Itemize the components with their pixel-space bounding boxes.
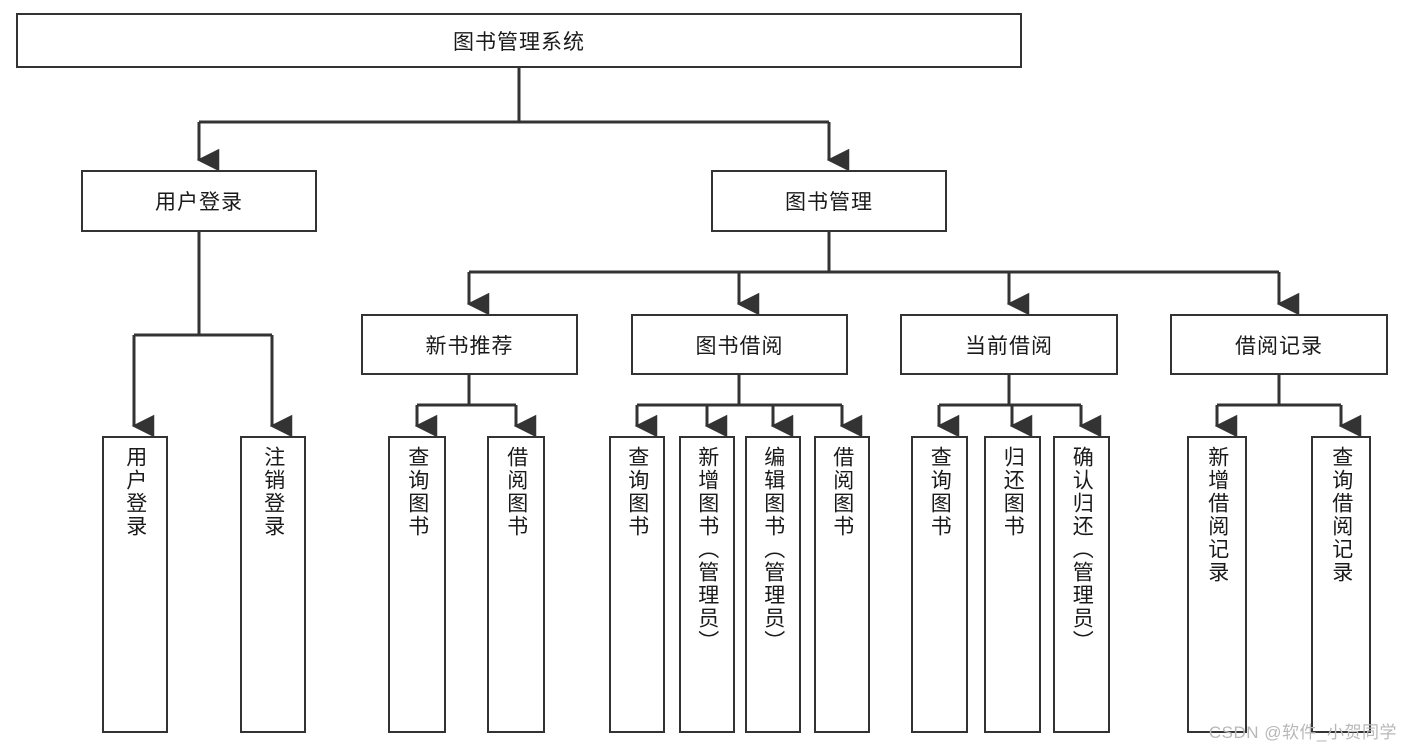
leaf-query-book-current[interactable]: 查询图书 <box>911 436 968 733</box>
leaf-query-book-new-label: 查询图书 <box>405 446 429 538</box>
leaf-query-borrow-record[interactable]: 查询借阅记录 <box>1311 436 1371 733</box>
leaf-logout[interactable]: 注销登录 <box>240 436 306 733</box>
leaf-query-book-current-label: 查询图书 <box>928 446 952 538</box>
leaf-borrow-book[interactable]: 借阅图书 <box>814 436 870 733</box>
node-borrow-record-label: 借阅记录 <box>1235 334 1323 358</box>
leaf-user-login-label: 用户登录 <box>123 446 147 538</box>
node-root[interactable]: 图书管理系统 <box>16 13 1022 68</box>
node-current-borrow[interactable]: 当前借阅 <box>900 314 1118 375</box>
leaf-query-borrow-record-label: 查询借阅记录 <box>1329 446 1353 584</box>
node-book-borrow[interactable]: 图书借阅 <box>631 314 848 375</box>
node-borrow-record[interactable]: 借阅记录 <box>1170 314 1388 375</box>
leaf-return-book-label: 归还图书 <box>1001 446 1025 538</box>
leaf-logout-label: 注销登录 <box>261 446 285 538</box>
node-new-book-recommend-label: 新书推荐 <box>425 334 514 358</box>
leaf-borrow-book-label: 借阅图书 <box>830 446 854 538</box>
leaf-add-borrow-record[interactable]: 新增借阅记录 <box>1187 436 1247 733</box>
leaf-add-borrow-record-label: 新增借阅记录 <box>1205 446 1229 584</box>
leaf-confirm-return-admin-label: 确认归还（管理员） <box>1070 446 1094 653</box>
leaf-borrow-book-new-label: 借阅图书 <box>504 446 528 538</box>
node-current-borrow-label: 当前借阅 <box>965 334 1053 358</box>
leaf-edit-book-admin-label: 编辑图书（管理员） <box>761 446 785 653</box>
leaf-borrow-book-new[interactable]: 借阅图书 <box>487 436 545 733</box>
node-user-login-label: 用户登录 <box>155 191 243 214</box>
leaf-return-book[interactable]: 归还图书 <box>984 436 1041 733</box>
node-new-book-recommend[interactable]: 新书推荐 <box>361 314 578 375</box>
leaf-query-book-label: 查询图书 <box>625 446 649 538</box>
leaf-confirm-return-admin[interactable]: 确认归还（管理员） <box>1053 436 1110 733</box>
leaf-add-book-admin-label: 新增图书（管理员） <box>695 446 719 653</box>
node-book-management[interactable]: 图书管理 <box>711 170 947 232</box>
node-book-management-label: 图书管理 <box>785 191 873 214</box>
leaf-edit-book-admin[interactable]: 编辑图书（管理员） <box>745 436 801 733</box>
leaf-query-book-new[interactable]: 查询图书 <box>388 436 446 733</box>
leaf-query-book[interactable]: 查询图书 <box>609 436 665 733</box>
node-root-label: 图书管理系统 <box>453 30 585 54</box>
leaf-add-book-admin[interactable]: 新增图书（管理员） <box>679 436 735 733</box>
leaf-user-login[interactable]: 用户登录 <box>102 436 168 733</box>
node-user-login[interactable]: 用户登录 <box>81 170 317 232</box>
csdn-watermark: CSDN @软件_小贺同学 <box>1208 723 1397 742</box>
node-book-borrow-label: 图书借阅 <box>695 334 784 358</box>
